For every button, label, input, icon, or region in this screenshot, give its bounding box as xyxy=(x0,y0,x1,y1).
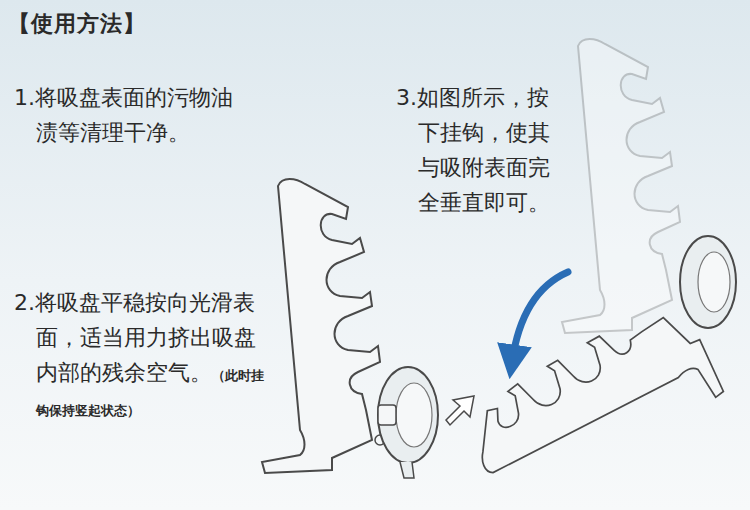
hook-upright xyxy=(262,179,385,473)
hook-folded xyxy=(455,301,724,488)
suction-cup-right xyxy=(680,236,736,328)
step-text: 2.将吸盘平稳按向光滑表面，适当用力挤出吸盘内部的残余空气。（此时挂钩保持竖起状… xyxy=(14,285,272,425)
rotate-arrow xyxy=(512,272,568,362)
hook-ghost xyxy=(562,39,680,333)
step-text: 1.将吸盘表面的污物油渍等清理干净。 xyxy=(14,85,233,145)
step-text: 1.将吸盘表面的污物油渍等清理干净。 xyxy=(14,80,248,150)
step-text: 3.如图所示，按下挂钩，使其与吸附表面完全垂直即可。 xyxy=(396,85,550,215)
suction-cup xyxy=(378,367,438,478)
step-text: 3.如图所示，按下挂钩，使其与吸附表面完全垂直即可。 xyxy=(396,80,556,220)
step-arrow xyxy=(446,396,474,425)
heading-box: 【使用方法】 xyxy=(8,6,146,41)
title-text: 【使用方法】 xyxy=(8,11,146,36)
